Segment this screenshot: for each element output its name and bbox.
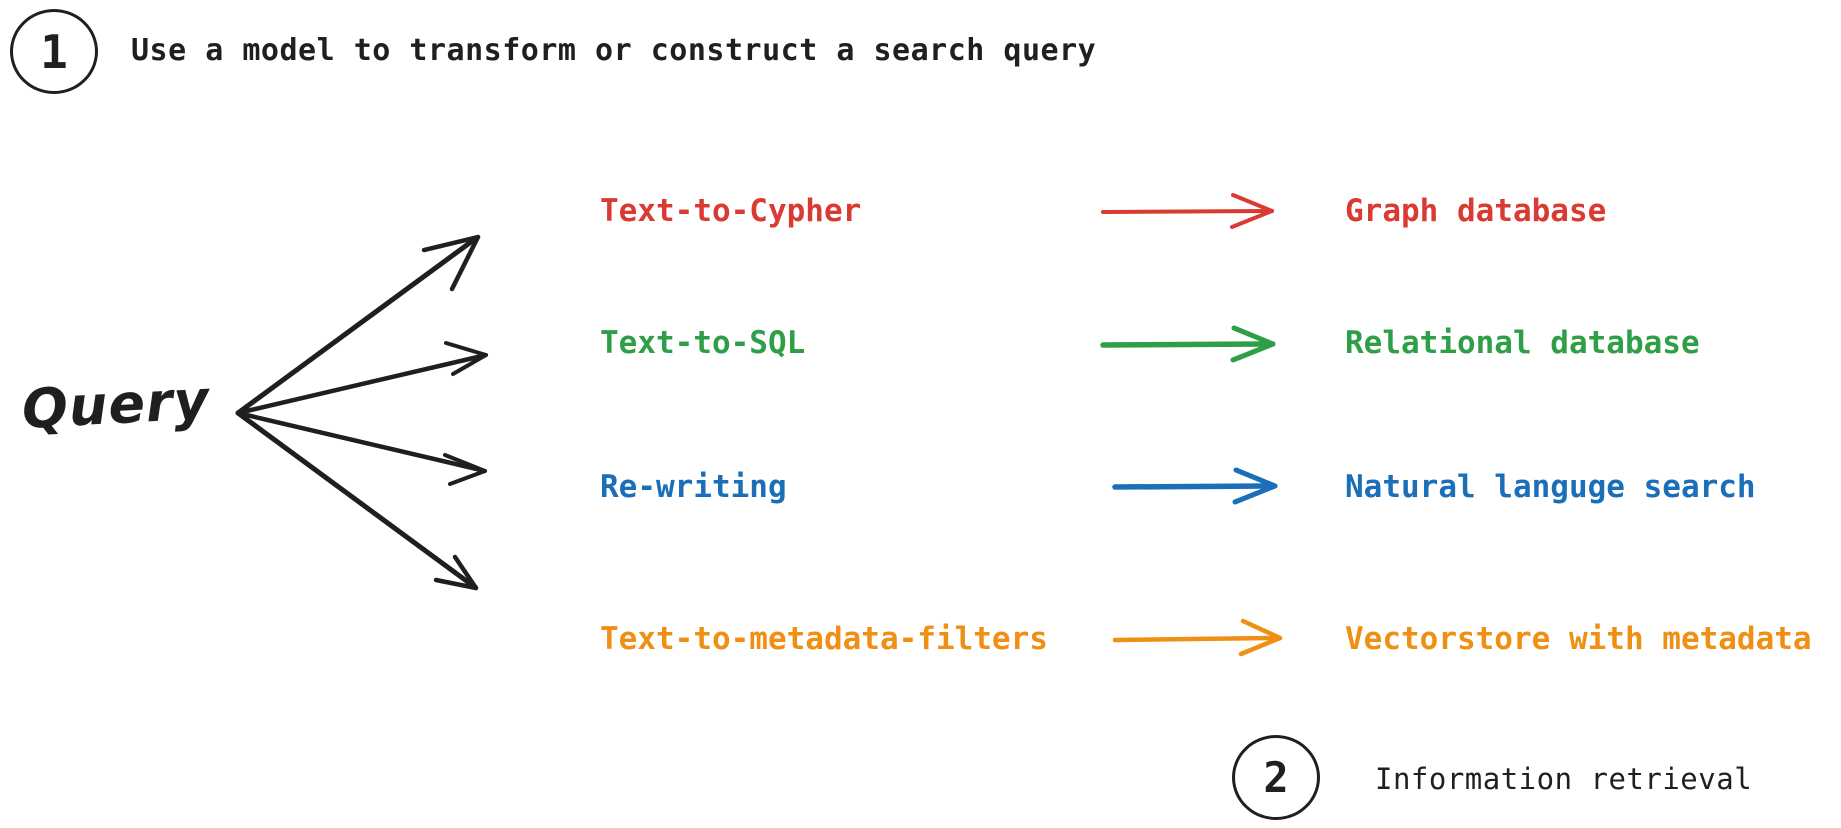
step-badge-1: 1 [10,9,98,94]
method-label-text-to-sql: Text-to-SQL [600,325,806,361]
arrow-re-writing-to-natural-languge-search [1112,467,1278,505]
method-label-re-writing: Re-writing [600,469,787,505]
arrow-text-to-cypher-to-graph-database [1101,193,1274,229]
fan-arrow-to-text-to-metadata-filters [235,410,479,591]
step-badge-1-number: 1 [40,24,68,79]
method-label-text-to-metadata-filters: Text-to-metadata-filters [600,621,1048,657]
fan-arrow-to-re-writing [235,410,487,486]
step-badge-2-number: 2 [1263,753,1289,802]
arrow-text-to-metadata-filters-to-vectorstore [1112,618,1283,657]
target-label-graph-database: Graph database [1345,193,1607,229]
fan-arrow-to-text-to-sql [235,341,488,416]
step-badge-2: 2 [1232,735,1320,820]
query-source-label: Query [20,368,212,441]
target-label-natural-languge-search: Natural languge search [1345,469,1756,505]
method-label-text-to-cypher: Text-to-Cypher [600,193,862,229]
step-1-caption: Use a model to transform or construct a … [131,33,1097,68]
target-label-relational-database: Relational database [1345,325,1700,361]
target-label-vectorstore-with-metadata: Vectorstore with metadata [1345,621,1812,657]
step-2-caption: Information retrieval [1375,762,1753,796]
fan-arrow-to-text-to-cypher [235,234,481,416]
arrow-text-to-sql-to-relational-database [1100,325,1276,363]
